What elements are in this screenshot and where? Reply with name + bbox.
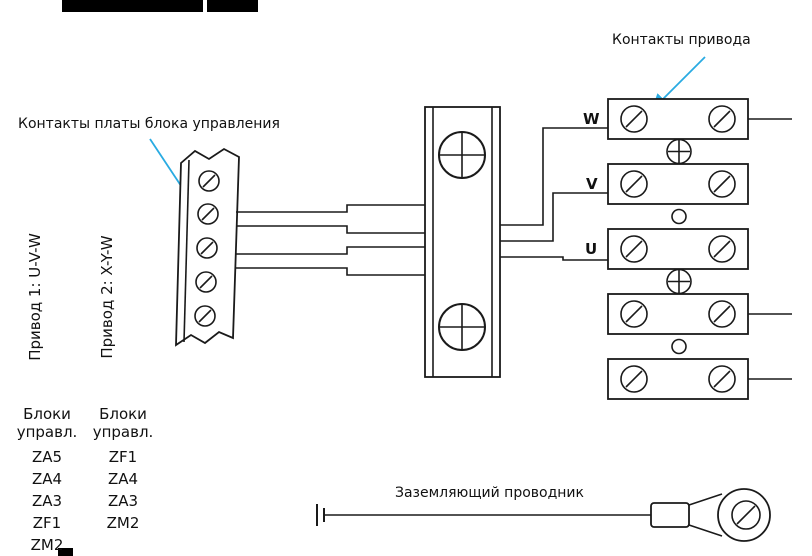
column-title-line2: управл. [17, 423, 78, 441]
lower-channel-bottom-line [236, 267, 425, 276]
drive2-rotated-label: Привод 2: X-Y-W [98, 235, 116, 358]
crop-artifact-bar [62, 0, 203, 12]
eyelet-screw-slot [736, 505, 756, 525]
list-item: ZF1 [109, 448, 137, 466]
crop-artifact-bar [58, 548, 73, 556]
strip-inner-edge [183, 159, 190, 343]
screw-slot [625, 110, 643, 128]
control-units-column-2: Блоки управл. ZF1 ZA4 ZA3 ZM2 [93, 405, 154, 532]
strip-screw-3 [196, 237, 218, 259]
screw-slot [625, 175, 643, 193]
wire-phase-v [500, 192, 608, 242]
phase-w-label: W [583, 110, 600, 128]
drive-contacts-label: Контакты привода [612, 32, 751, 48]
crimp-barrel [650, 502, 690, 528]
screw-slot [713, 175, 731, 193]
terminal-block-row-2 [607, 163, 749, 205]
drive1-rotated-label: Привод 1: U-V-W [26, 233, 44, 361]
connector-screw-bottom [438, 303, 486, 351]
wire-channels [236, 204, 425, 276]
strip-screw-5 [194, 305, 216, 327]
column-title-line1: Блоки [23, 405, 71, 423]
strip-screw-2 [197, 203, 219, 225]
link-hole-2 [671, 338, 687, 355]
crop-artifact-bar [207, 0, 258, 12]
list-item: ZA4 [108, 470, 138, 488]
column-title-line2: управл. [93, 423, 154, 441]
lower-channel-top-line [236, 246, 425, 255]
column-title-line1: Блоки [99, 405, 147, 423]
screw-slot [713, 305, 731, 323]
strip-screw-4 [195, 271, 217, 293]
screw-slot [625, 370, 643, 388]
eyelet-taper-top [688, 493, 723, 506]
wire-phase-w [500, 127, 608, 226]
list-item: ZA3 [108, 492, 138, 510]
wire-phase-u [500, 256, 608, 261]
screw-slot [713, 110, 731, 128]
crop-artifacts [58, 0, 258, 556]
screw-slot [713, 240, 731, 258]
link-screw-1 [666, 138, 692, 165]
terminal-block-row-3 [607, 228, 749, 270]
phase-v-label: V [586, 175, 598, 193]
terminal-block-row-4 [607, 293, 749, 335]
control-board-terminal-strip [175, 147, 240, 347]
screw-slot [198, 309, 212, 323]
list-item: ZA5 [32, 448, 62, 466]
link-screw-2 [666, 268, 692, 295]
screw-slot [625, 240, 643, 258]
connector-screw-top [438, 131, 486, 179]
screw-slot [201, 207, 215, 221]
list-item: ZA3 [32, 492, 62, 510]
screw-slot [713, 370, 731, 388]
ground-symbol-icon [316, 504, 325, 526]
list-item: ZF1 [33, 514, 61, 532]
upper-channel-top-line [236, 204, 425, 213]
screw-slot [200, 241, 214, 255]
control-units-column-1: Блоки управл. ZA5 ZA4 ZA3 ZF1 ZM2 [17, 405, 78, 554]
strip-screw-1 [198, 170, 220, 192]
ground-conductor-label: Заземляющий проводник [395, 485, 584, 501]
screw-slot [202, 174, 216, 188]
terminal-block-row-1 [607, 98, 749, 140]
list-item: ZM2 [31, 536, 64, 554]
link-hole-1 [671, 208, 687, 225]
ground-conductor [316, 488, 771, 542]
list-item: ZA4 [32, 470, 62, 488]
screw-slot [199, 275, 213, 289]
screw-slot [625, 305, 643, 323]
phase-wires [500, 127, 608, 261]
upper-channel-bottom-line [236, 225, 425, 234]
list-item: ZM2 [107, 514, 140, 532]
center-connector-block [424, 106, 501, 378]
drive-terminal-stack [607, 98, 792, 400]
phase-u-label: U [585, 240, 597, 258]
eyelet-taper-bottom [688, 524, 723, 537]
terminal-block-row-5 [607, 358, 749, 400]
control-board-contacts-label: Контакты платы блока управления [18, 116, 280, 132]
